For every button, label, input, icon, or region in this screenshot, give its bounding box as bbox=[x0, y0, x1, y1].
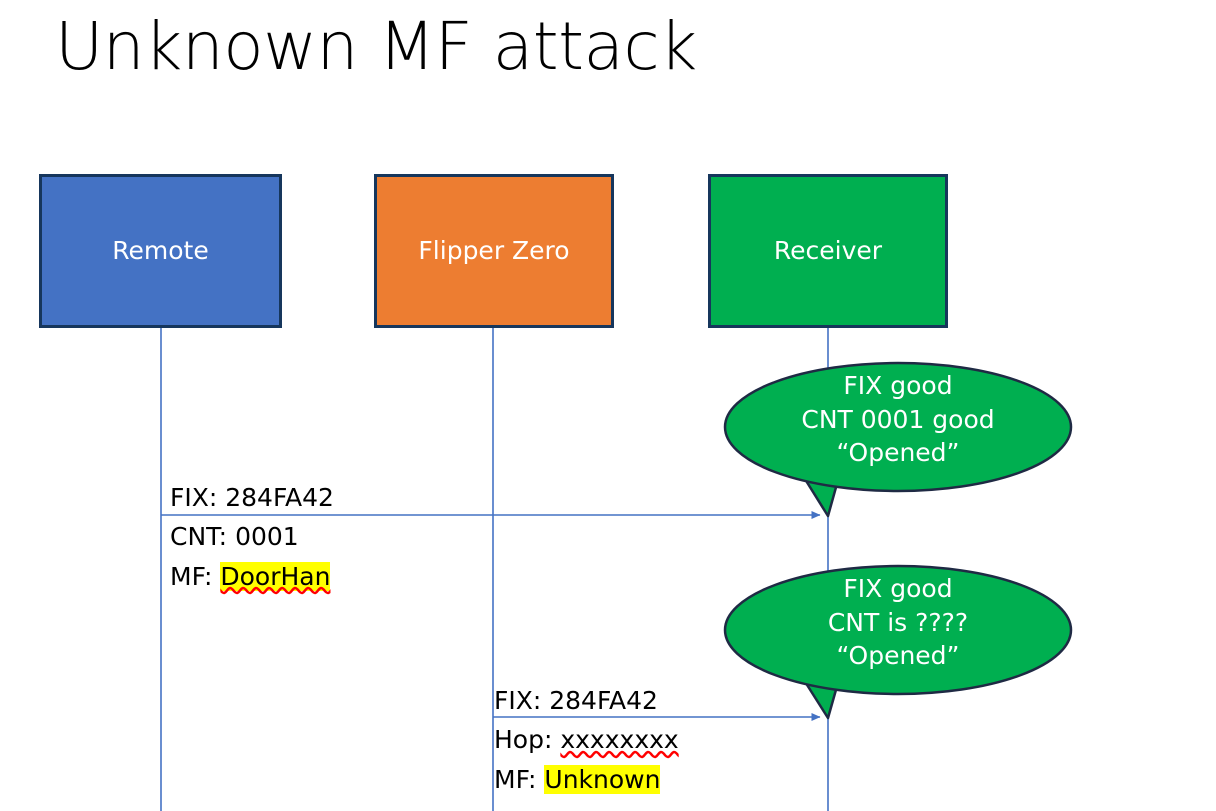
message-2-line-2-value: xxxxxxxx bbox=[560, 725, 679, 755]
message-1-line-3-value: DoorHan bbox=[220, 561, 331, 591]
message-1-line-3: MF: DoorHan bbox=[170, 557, 334, 596]
message-2-line-3: MF: Unknown bbox=[494, 760, 679, 799]
message-2-line-2: Hop: xxxxxxxx bbox=[494, 720, 679, 759]
message-1-line-1: FIX: 284FA42 bbox=[170, 478, 334, 517]
message-1-line-1-value: 284FA42 bbox=[225, 483, 334, 512]
message-2-line-1-value: 284FA42 bbox=[549, 686, 658, 715]
message-2-line-3-value: Unknown bbox=[544, 764, 661, 794]
message-2-line-3-prefix: MF: bbox=[494, 764, 545, 794]
message-2-line-2-prefix: Hop: bbox=[494, 725, 561, 755]
message-1-line-1-prefix: FIX: bbox=[170, 483, 226, 512]
message-label-1: FIX: 284FA42 CNT: 0001 MF: DoorHan bbox=[170, 478, 334, 596]
actor-label-receiver: Receiver bbox=[773, 236, 883, 266]
message-2-line-1-prefix: FIX: bbox=[494, 686, 550, 715]
message-1-line-3-prefix: MF: bbox=[170, 561, 221, 591]
message-1-line-2-value: 0001 bbox=[235, 522, 299, 552]
message-label-2: FIX: 284FA42 Hop: xxxxxxxx MF: Unknown bbox=[494, 681, 679, 799]
page-title: Unknown MF attack bbox=[55, 8, 697, 85]
message-1-line-2-prefix: CNT: bbox=[170, 522, 236, 552]
message-1-line-2: CNT: 0001 bbox=[170, 517, 334, 556]
message-2-line-1: FIX: 284FA42 bbox=[494, 681, 679, 720]
actor-label-remote: Remote bbox=[112, 236, 209, 266]
actor-box-receiver[interactable]: Receiver bbox=[708, 174, 948, 328]
actor-box-remote[interactable]: Remote bbox=[39, 174, 282, 328]
callout-bubble-1 bbox=[723, 361, 1073, 518]
callout-bubble-2 bbox=[723, 564, 1073, 720]
actor-box-flipper[interactable]: Flipper Zero bbox=[374, 174, 614, 328]
actor-label-flipper: Flipper Zero bbox=[418, 236, 570, 266]
